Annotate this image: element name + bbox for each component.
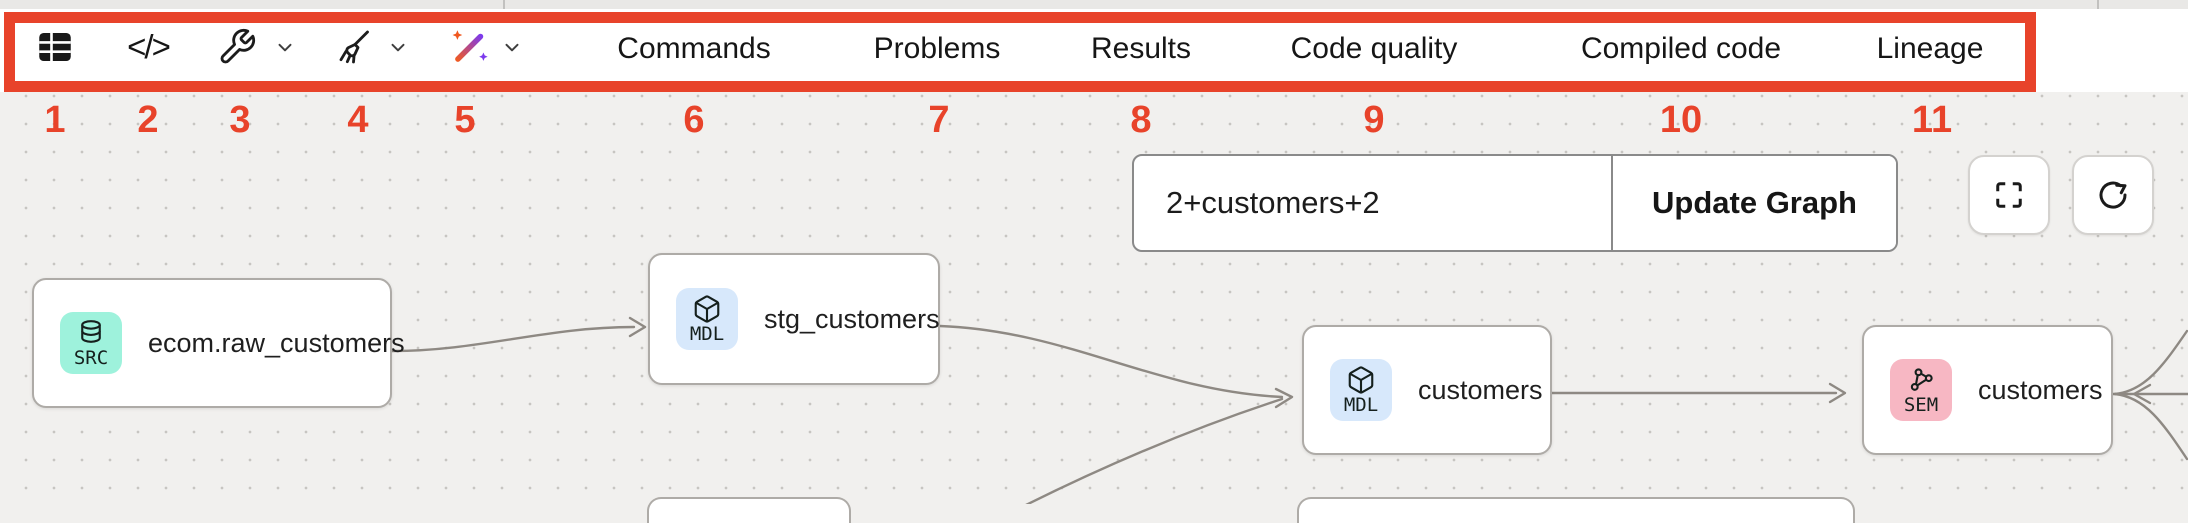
wand-chevron-down-icon[interactable]: [501, 36, 523, 58]
annotation-number-1: 1: [44, 99, 66, 141]
window-top-strip: [0, 0, 2188, 9]
model-badge: MDL: [1330, 359, 1392, 421]
tab-commands[interactable]: Commands: [611, 31, 776, 67]
broom-icon[interactable]: [335, 27, 375, 67]
partial-node-card[interactable]: [647, 497, 851, 523]
node-title: customers: [1418, 374, 1543, 405]
annotation-number-11: 11: [1911, 99, 1953, 141]
annotation-number-8: 8: [1130, 99, 1152, 141]
annotation-number-7: 7: [928, 99, 950, 141]
top-strip-tick: [503, 0, 505, 9]
annotation-number-4: 4: [347, 99, 369, 141]
refresh-icon: [2099, 181, 2127, 209]
cube-icon: [694, 295, 720, 323]
tab-problems[interactable]: Problems: [868, 31, 1007, 67]
refresh-button[interactable]: [2072, 155, 2154, 235]
model-badge: MDL: [676, 288, 738, 350]
node-customers-semantic[interactable]: SEM customers: [1862, 325, 2113, 455]
table-icon[interactable]: [34, 26, 76, 68]
node-title: customers: [1978, 374, 2103, 405]
update-graph-button[interactable]: Update Graph: [1611, 156, 1896, 250]
fullscreen-icon: [1996, 182, 2022, 208]
semantic-graph-icon: [1910, 368, 1933, 391]
badge-label: SRC: [73, 347, 109, 369]
badge-label: MDL: [1343, 394, 1379, 416]
node-title: stg_customers: [764, 303, 940, 334]
annotation-number-2: 2: [137, 99, 159, 141]
annotation-number-3: 3: [229, 99, 251, 141]
code-icon[interactable]: </>: [127, 28, 171, 65]
wrench-chevron-down-icon[interactable]: [274, 36, 296, 58]
tab-compiled-code[interactable]: Compiled code: [1575, 31, 1787, 67]
broom-chevron-down-icon[interactable]: [387, 36, 409, 58]
magic-wand-icon[interactable]: [449, 26, 491, 68]
graph-filter-group: Update Graph: [1132, 154, 1898, 252]
graph-filter-input[interactable]: [1134, 156, 1611, 250]
node-stg-customers[interactable]: MDL stg_customers: [648, 253, 940, 385]
annotation-number-6: 6: [683, 99, 705, 141]
node-ecom-raw-customers[interactable]: SRC ecom.raw_customers: [32, 278, 405, 408]
source-badge: SRC: [60, 312, 122, 374]
annotation-number-5: 5: [454, 99, 476, 141]
top-strip-tick: [2097, 0, 2099, 9]
cube-icon: [1348, 366, 1374, 394]
database-icon: [81, 320, 101, 343]
top-toolbar: </>: [0, 0, 2188, 92]
tab-lineage[interactable]: Lineage: [1871, 31, 1990, 67]
semantic-badge: SEM: [1890, 359, 1952, 421]
annotation-number-10: 10: [1659, 99, 1703, 141]
tab-results[interactable]: Results: [1085, 31, 1197, 67]
badge-label: MDL: [689, 323, 725, 345]
node-customers-model[interactable]: MDL customers: [1302, 325, 1552, 455]
wrench-icon[interactable]: [217, 27, 257, 67]
fullscreen-button[interactable]: [1968, 155, 2050, 235]
annotation-number-9: 9: [1363, 99, 1385, 141]
partial-node-card[interactable]: [1297, 497, 1855, 523]
badge-label: SEM: [1903, 394, 1939, 416]
tab-code-quality[interactable]: Code quality: [1285, 31, 1464, 67]
node-title: ecom.raw_customers: [148, 327, 405, 358]
